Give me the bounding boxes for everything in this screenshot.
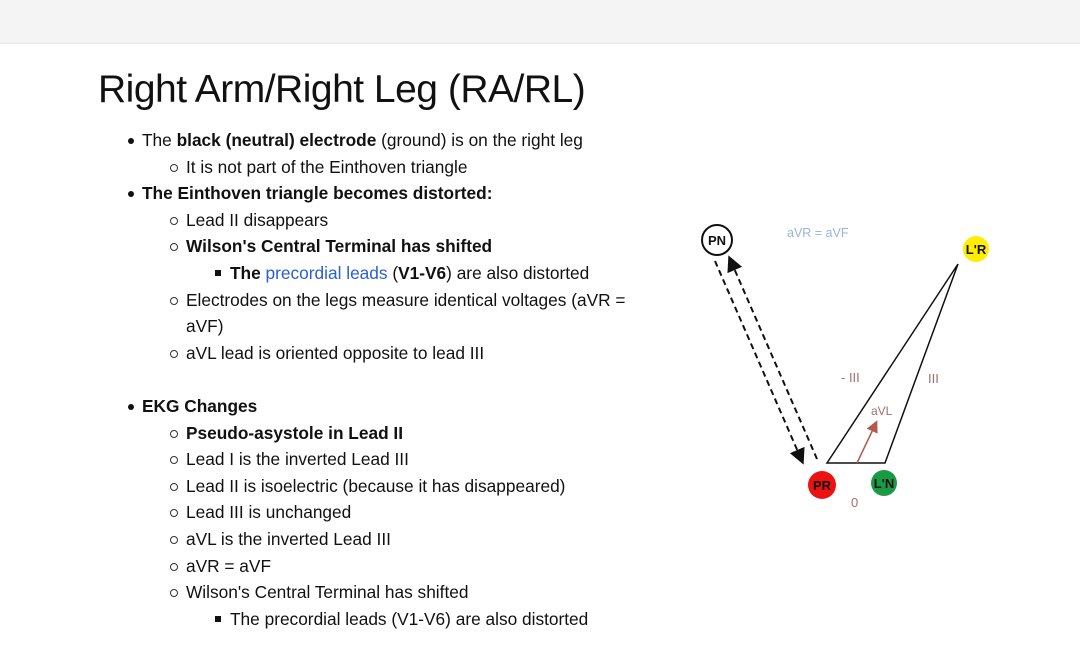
formula-label: aVR = aVF — [787, 226, 849, 240]
node-ln: L'N — [871, 470, 897, 496]
bold-text: Wilson's Central Terminal has shifted — [186, 236, 493, 257]
node-pr: PR — [808, 471, 836, 499]
list-item: The black (neutral) electrode (ground) i… — [0, 127, 660, 154]
top-bar — [0, 0, 1080, 44]
bold-text: The — [230, 262, 261, 283]
text: The — [142, 130, 177, 150]
neg-lead-iii-label: - III — [841, 370, 860, 385]
text: (ground) is on the right leg — [376, 130, 583, 150]
list-item: Lead I is the inverted Lead III — [0, 446, 660, 473]
text: ( — [387, 262, 399, 283]
list-item: Lead II disappears — [0, 207, 660, 234]
node-label: L'N — [874, 476, 894, 491]
node-label: PN — [708, 233, 726, 248]
node-label: PR — [813, 478, 832, 493]
node-pn: PN — [701, 224, 733, 256]
content-list: The black (neutral) electrode (ground) i… — [0, 127, 660, 632]
dashed-arrow-down — [714, 260, 805, 465]
list-item: Lead II is isoelectric (because it has d… — [0, 473, 660, 500]
list-item: The precordial leads (V1-V6) are also di… — [0, 260, 660, 287]
avl-arrow — [856, 420, 878, 464]
bold-text: black (neutral) electrode — [176, 130, 377, 150]
list-item: aVL lead is oriented opposite to lead II… — [0, 340, 660, 367]
list-item: It is not part of the Einthoven triangle — [0, 154, 660, 181]
list-item: aVR = aVF — [0, 553, 660, 580]
list-item: Pseudo-asystole in Lead II — [0, 420, 660, 447]
einthoven-diagram: aVR = aVF - III III aVL 0 PN L'R PR L'N — [701, 224, 989, 510]
zero-label: 0 — [851, 495, 858, 510]
dashed-arrow-up — [727, 255, 818, 460]
list-item: Wilson's Central Terminal has shifted — [0, 233, 660, 260]
node-lr: L'R — [963, 236, 989, 262]
list-item: EKG Changes — [0, 393, 660, 420]
spacer — [0, 366, 660, 393]
list-item: The precordial leads (V1-V6) are also di… — [0, 606, 660, 633]
list-item: The Einthoven triangle becomes distorted… — [0, 180, 660, 207]
lead-iii-label: III — [928, 371, 939, 386]
bold-text: Pseudo-asystole in Lead II — [186, 422, 404, 443]
avl-label: aVL — [871, 404, 893, 418]
precordial-leads-link[interactable]: precordial leads — [265, 262, 388, 283]
bold-text: The Einthoven triangle becomes distorted… — [142, 183, 493, 204]
list-item: Lead III is unchanged — [0, 499, 660, 526]
list-item: aVL is the inverted Lead III — [0, 526, 660, 553]
distorted-triangle — [825, 263, 959, 464]
text: ) are also distorted — [446, 262, 590, 283]
bold-text: EKG Changes — [142, 395, 258, 416]
page-title: Right Arm/Right Leg (RA/RL) — [98, 68, 586, 111]
list-item: Wilson's Central Terminal has shifted — [0, 579, 660, 606]
bold-text: V1-V6 — [398, 262, 447, 283]
list-item: Electrodes on the legs measure identical… — [0, 287, 641, 340]
node-label: L'R — [966, 242, 987, 257]
